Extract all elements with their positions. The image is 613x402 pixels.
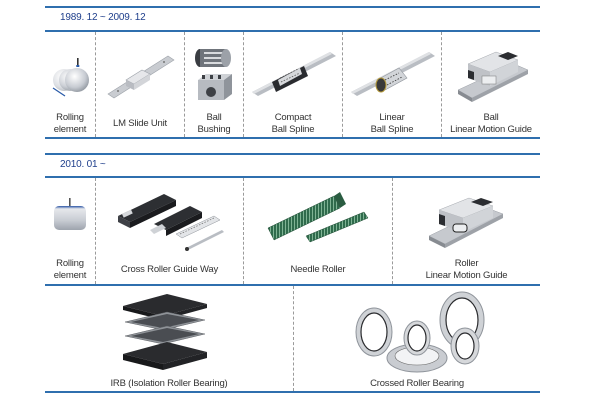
section1-divider [342, 32, 343, 137]
section1-period: 1989. 12 ~ 2009. 12 [60, 12, 146, 23]
product-needle-roller: Needle Roller [244, 178, 392, 284]
product-ball-bushing: Ball Bushing [185, 32, 243, 137]
irb-image [117, 292, 213, 376]
product-label: Ball Linear Motion Guide [450, 112, 532, 135]
product-label: Ball Bushing [197, 112, 231, 135]
section2-period: 2010. 01 ~ [60, 159, 106, 170]
product-label: Cross Roller Guide Way [120, 264, 219, 275]
product-linear-ball-spline: Linear Ball Spline [343, 32, 441, 137]
section1-divider [243, 32, 244, 137]
cross-roller-guide-way-image [110, 184, 230, 252]
section1-divider [441, 32, 442, 137]
section2-divider [392, 178, 393, 284]
section2-top-rule [45, 153, 540, 155]
product-label: Rolling element [53, 112, 87, 135]
compact-ball-spline-image [250, 46, 338, 98]
ball-icon [50, 52, 94, 100]
section1-divider [184, 32, 185, 137]
product-label: Crossed Roller Bearing [370, 378, 464, 389]
section2-divider [243, 178, 244, 284]
product-roller-linear-motion-guide: Roller Linear Motion Guide [393, 178, 540, 284]
product-rolling-element-ball: Rolling element [45, 32, 95, 137]
section2-row1-bottom-rule [45, 284, 540, 286]
needle-roller-image [266, 192, 372, 244]
product-label: Rolling element [53, 258, 87, 281]
product-lm-slide-unit: LM Slide Unit [96, 32, 184, 137]
section1-bottom-rule [45, 137, 540, 139]
roller-lm-guide-image [427, 186, 507, 252]
section1-header-rule [45, 30, 540, 32]
section2-header-rule [45, 176, 540, 178]
product-rolling-element-roller: Rolling element [45, 178, 95, 284]
roller-icon [52, 198, 88, 232]
product-compact-ball-spline: Compact Ball Spline [244, 32, 342, 137]
section2-divider [95, 178, 96, 284]
product-label: LM Slide Unit [113, 118, 167, 129]
product-cross-roller-guide-way: Cross Roller Guide Way [96, 178, 243, 284]
product-label: Linear Ball Spline [370, 112, 414, 135]
product-ball-linear-motion-guide: Ball Linear Motion Guide [442, 32, 540, 137]
lm-slide-unit-image [104, 42, 179, 102]
crossed-roller-bearing-image [352, 290, 492, 376]
product-label: Compact Ball Spline [271, 112, 315, 135]
section2-divider [293, 286, 294, 391]
product-label: IRB (Isolation Roller Bearing) [110, 378, 228, 389]
ball-bushing-image [194, 40, 234, 106]
ball-lm-guide-image [456, 42, 532, 102]
linear-ball-spline-image [349, 46, 437, 98]
section1-top-rule [45, 6, 540, 8]
product-label: Roller Linear Motion Guide [425, 258, 508, 281]
section1-divider [95, 32, 96, 137]
product-crossed-roller-bearing: Crossed Roller Bearing [294, 286, 540, 391]
section2-bottom-rule [45, 391, 540, 393]
product-irb: IRB (Isolation Roller Bearing) [45, 286, 293, 391]
product-label: Needle Roller [290, 264, 346, 275]
